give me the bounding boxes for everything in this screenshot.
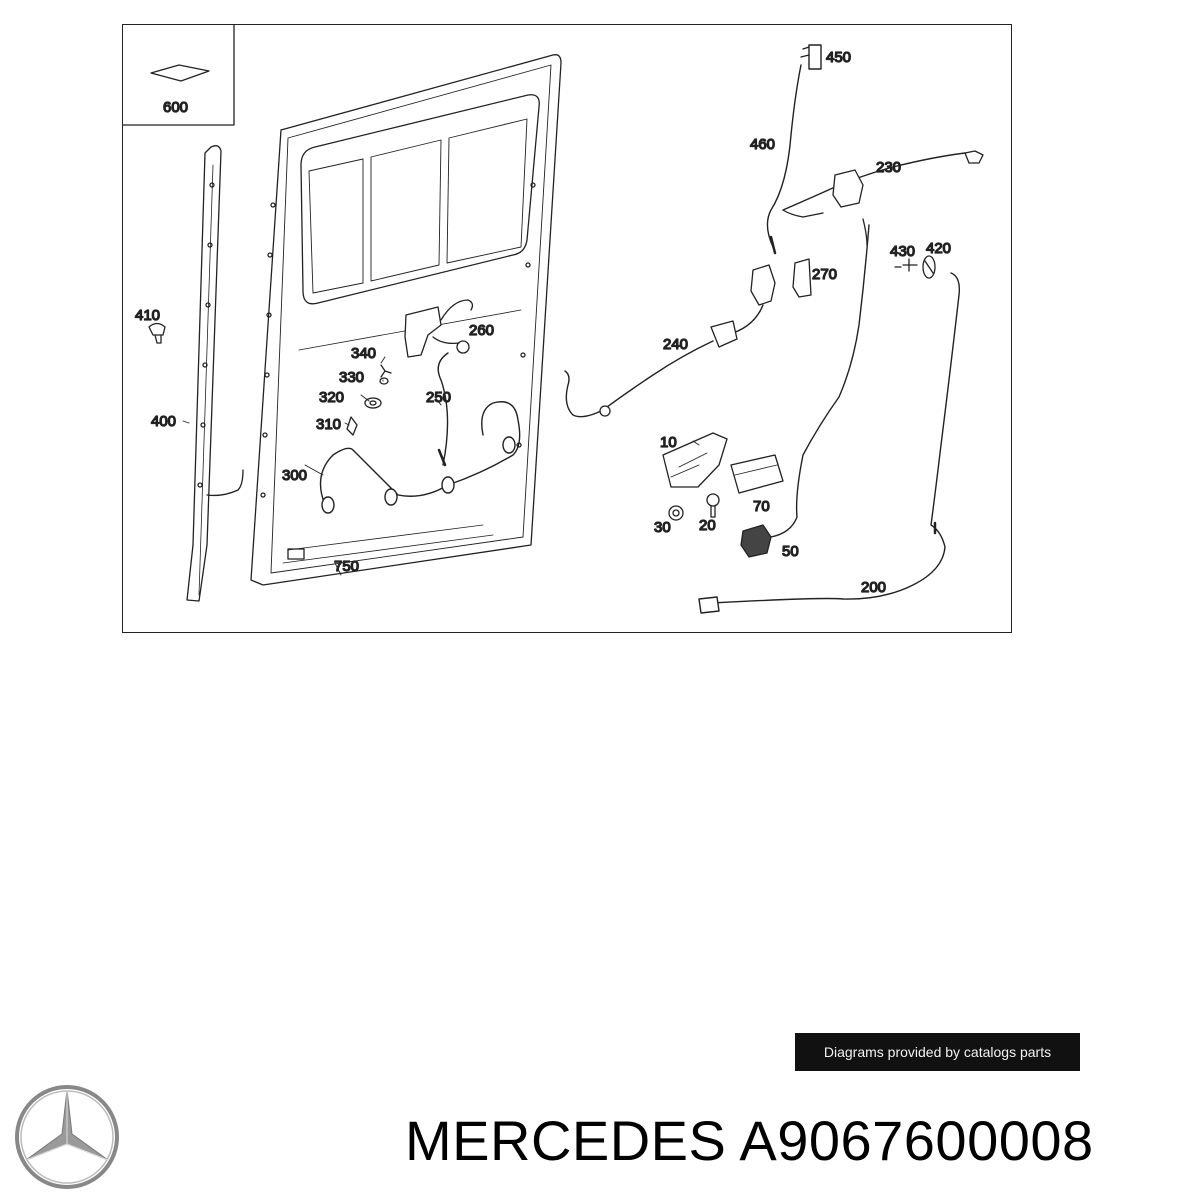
callout-310: 310 (316, 416, 341, 433)
callout-270: 270 (812, 266, 837, 283)
callout-250: 250 (426, 389, 451, 406)
handle-assembly (662, 432, 784, 558)
callout-320: 320 (319, 389, 344, 406)
callout-400: 400 (151, 413, 176, 430)
callout-260: 260 (469, 322, 494, 339)
callout-410: 410 (135, 307, 160, 324)
upper-rod (782, 150, 984, 246)
parts-diagram: 600 450 460 230 430 420 270 410 260 340 … (122, 24, 1012, 633)
door-lock-module (404, 299, 474, 358)
seal-strip (148, 145, 244, 602)
callout-430: 430 (890, 243, 915, 260)
callout-340: 340 (351, 345, 376, 362)
callout-240: 240 (663, 336, 688, 353)
callout-450: 450 (826, 49, 851, 66)
callout-labels: 600 450 460 230 430 420 270 410 260 340 … (134, 48, 951, 596)
brand-title: MERCEDES A9067600008 (405, 1109, 1094, 1172)
watermark-banner: Diagrams provided by catalogs parts (795, 1033, 1080, 1071)
door-panel (250, 54, 562, 586)
upper-cable (766, 44, 822, 255)
door-harness (319, 352, 521, 514)
callout-20: 20 (699, 517, 716, 534)
diagram-drawing: 600 450 460 230 430 420 270 410 260 340 … (123, 25, 984, 614)
callout-600: 600 (163, 99, 188, 116)
leader-lines (182, 356, 700, 576)
callout-70: 70 (753, 498, 770, 515)
inset-box (123, 25, 235, 126)
callout-460: 460 (750, 136, 775, 153)
rear-latch (564, 258, 812, 418)
callout-50: 50 (782, 543, 799, 560)
lower-cable (698, 224, 961, 614)
callout-230: 230 (876, 159, 901, 176)
callout-330: 330 (339, 369, 364, 386)
callout-200: 200 (861, 579, 886, 596)
callout-300: 300 (282, 467, 307, 484)
callout-420: 420 (926, 240, 951, 257)
callout-10: 10 (660, 434, 677, 451)
mercedes-star-icon (15, 1085, 119, 1189)
callout-750: 750 (334, 558, 359, 575)
callout-30: 30 (654, 519, 671, 536)
striker-parts (894, 255, 936, 279)
